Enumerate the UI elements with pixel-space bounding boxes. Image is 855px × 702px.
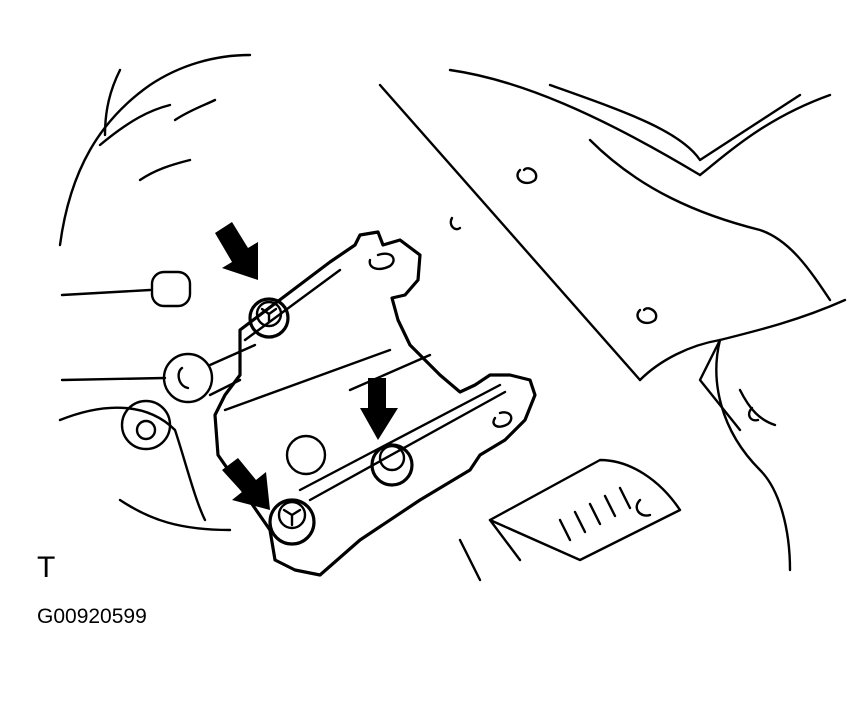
housing-curves bbox=[58, 53, 252, 247]
arrow-bottom-left-bolt bbox=[222, 458, 270, 510]
bolts bbox=[248, 297, 414, 546]
view-label: T bbox=[37, 551, 56, 584]
figure-id: G00920599 bbox=[37, 605, 147, 628]
mount-bracket bbox=[213, 230, 537, 577]
left-fittings bbox=[58, 270, 257, 532]
lower-housing bbox=[458, 458, 682, 582]
arrow-center-bolt bbox=[360, 378, 398, 440]
panel-holes bbox=[449, 167, 760, 517]
frame-lines bbox=[378, 68, 847, 572]
arrow-top-left-bolt bbox=[215, 222, 258, 280]
